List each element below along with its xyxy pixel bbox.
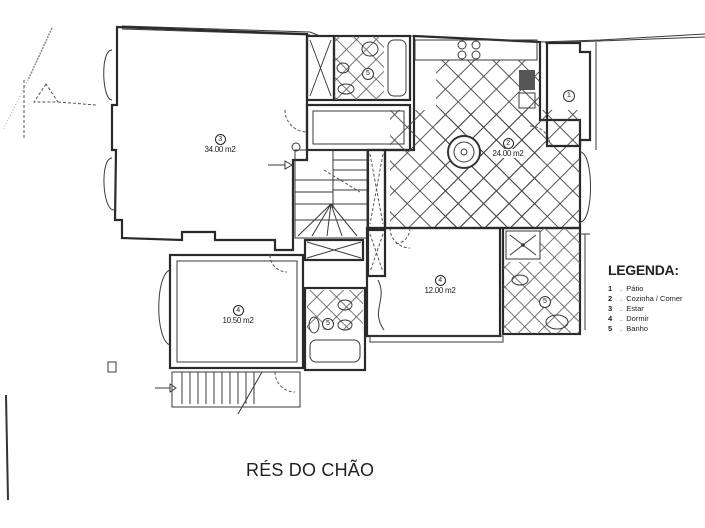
room-number-patio: 1: [563, 90, 575, 102]
room-number-banho-right: 5: [539, 296, 551, 308]
room-number-badge: 4: [434, 275, 446, 286]
site-triangle-marker: [33, 83, 97, 106]
room-dormir-right: [365, 226, 504, 343]
room-banho-right: [501, 226, 590, 336]
legend-item: 1. Pátio: [608, 284, 644, 293]
legend-item: 5. Banho: [608, 324, 648, 333]
room-area: 24.00 m2: [492, 149, 524, 158]
room-number-banho-middle: 5: [322, 318, 334, 330]
room-label-dormir-right: 4 12.00 m2: [410, 275, 470, 296]
room-dormir-left: [158, 253, 305, 370]
legend-item: 4. Dormir: [608, 314, 649, 323]
room-area: 12.00 m2: [424, 286, 456, 295]
legend-item: 2. Cozinha / Comer: [608, 294, 683, 303]
room-number-badge: 3: [214, 134, 226, 145]
room-estar: [103, 25, 309, 252]
room-banho-middle: [303, 286, 367, 372]
room-label-dormir-left: 4 10.50 m2: [208, 305, 268, 326]
room-label-cozinha: 2 24.00 m2: [478, 138, 538, 159]
room-area: 34.00 m2: [204, 145, 236, 154]
room-banho-top: [305, 34, 412, 152]
staircase: [268, 142, 387, 278]
room-number-banho-top: 5: [362, 68, 374, 80]
scan-artifacts: [2, 27, 53, 501]
room-area: 10.50 m2: [222, 316, 254, 325]
legend-title: LEGENDA:: [608, 262, 679, 278]
room-patio: [545, 41, 597, 150]
room-cozinha: [383, 34, 591, 249]
floor-title: RÉS DO CHÃO: [246, 460, 375, 480]
legend: LEGENDA: 1. Pátio 2. Cozinha / Comer 3. …: [608, 262, 683, 334]
legend-item: 3. Estar: [608, 304, 644, 313]
room-number-badge: 4: [232, 305, 244, 316]
room-number-badge: 2: [502, 138, 514, 149]
room-label-estar: 3 34.00 m2: [190, 134, 250, 155]
entrance-steps: [107, 361, 301, 415]
